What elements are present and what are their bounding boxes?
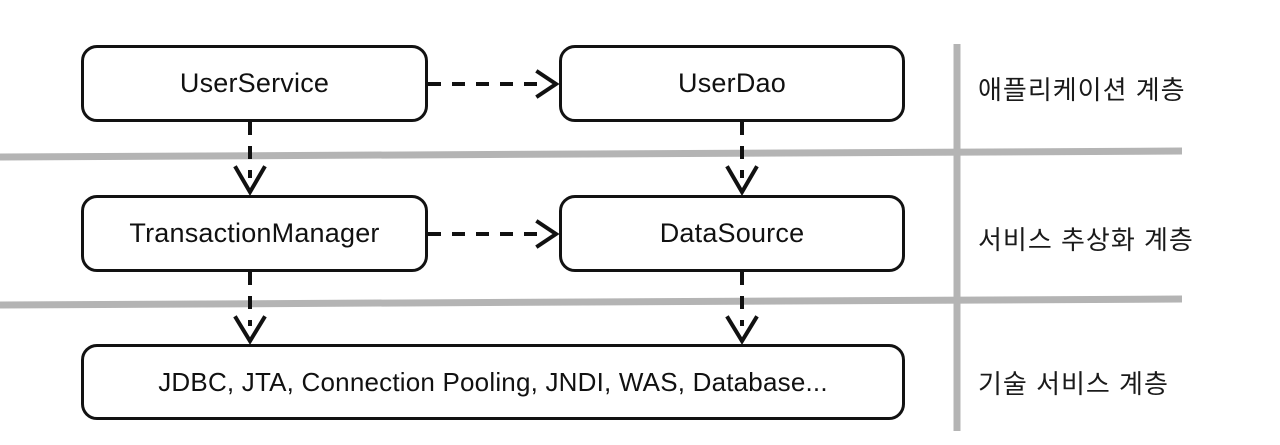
connector-transaction-manager-to-technical-services bbox=[233, 272, 267, 345]
connector-user-dao-to-data-source bbox=[725, 122, 759, 196]
connector-transaction-manager-to-data-source bbox=[428, 219, 560, 249]
node-user-dao-label: UserDao bbox=[678, 68, 786, 98]
node-technical-services[interactable]: JDBC, JTA, Connection Pooling, JNDI, WAS… bbox=[81, 344, 905, 420]
node-transaction-manager-label: TransactionManager bbox=[129, 218, 380, 248]
connector-user-service-to-user-dao bbox=[428, 69, 560, 99]
layer-label-service-abstraction: 서비스 추상화 계층 bbox=[978, 220, 1194, 257]
node-transaction-manager[interactable]: TransactionManager bbox=[81, 195, 428, 272]
node-data-source-label: DataSource bbox=[659, 218, 805, 248]
node-technical-services-label: JDBC, JTA, Connection Pooling, JNDI, WAS… bbox=[158, 366, 828, 397]
layer-label-technical-service: 기술 서비스 계층 bbox=[978, 364, 1169, 401]
connector-data-source-to-technical-services bbox=[725, 272, 759, 345]
layer-label-service-abstraction-text: 서비스 추상화 계층 bbox=[978, 225, 1194, 255]
connector-user-service-to-transaction-manager bbox=[233, 122, 267, 196]
node-user-service-label: UserService bbox=[179, 68, 330, 98]
node-user-service[interactable]: UserService bbox=[81, 45, 428, 122]
node-data-source[interactable]: DataSource bbox=[559, 195, 905, 272]
node-user-dao[interactable]: UserDao bbox=[559, 45, 905, 122]
layer-divider-2 bbox=[0, 295, 1183, 309]
layer-divider-1 bbox=[0, 147, 1183, 161]
layer-label-technical-service-text: 기술 서비스 계층 bbox=[978, 369, 1169, 399]
layer-label-application-text: 애플리케이션 계층 bbox=[978, 75, 1186, 105]
layer-label-application: 애플리케이션 계층 bbox=[978, 70, 1186, 107]
